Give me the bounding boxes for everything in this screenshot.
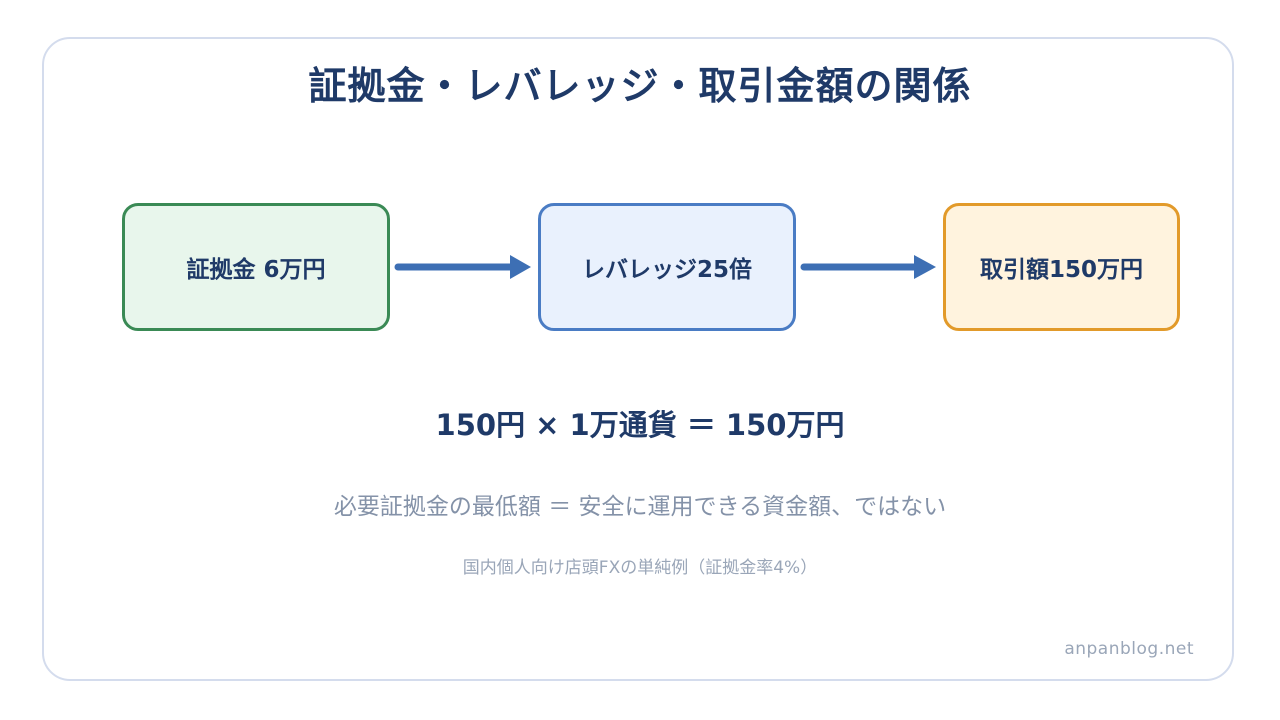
diagram-card (42, 37, 1234, 681)
site-watermark: anpanblog.net (1064, 639, 1194, 659)
node-margin: 証拠金 6万円 (122, 203, 390, 331)
node-margin-label: 証拠金 6万円 (186, 257, 326, 283)
node-leverage: レバレッジ25倍 (538, 203, 796, 331)
node-trade-amount: 取引額150万円 (943, 203, 1180, 331)
node-leverage-label: レバレッジ25倍 (581, 257, 752, 283)
diagram-title: 証拠金・レバレッジ・取引金額の関係 (308, 64, 972, 108)
formula-text: 150円 × 1万通貨 ＝ 150万円 (435, 408, 845, 442)
example-caption: 国内個人向け店頭FXの単純例（証拠金率4%） (462, 558, 818, 578)
warning-note: 必要証拠金の最低額 ＝ 安全に運用できる資金額、ではない (333, 494, 947, 520)
node-trade-amount-label: 取引額150万円 (979, 257, 1143, 283)
